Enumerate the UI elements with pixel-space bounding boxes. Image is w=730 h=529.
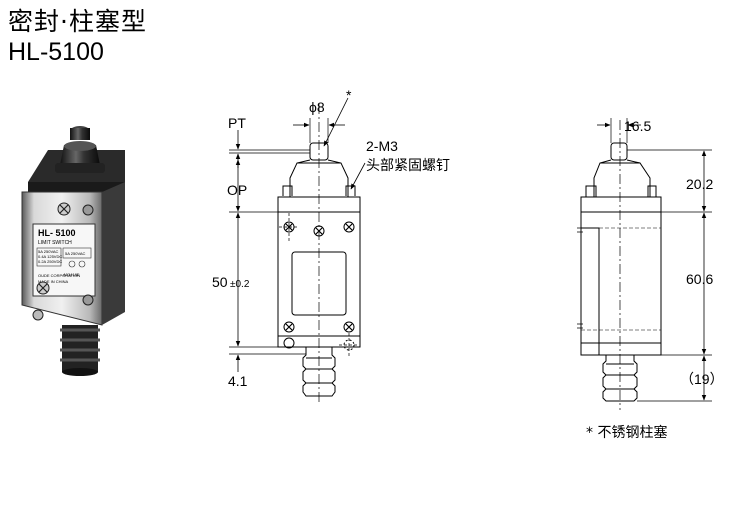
photo-label-cert: 5A 250VAC	[65, 251, 85, 256]
op-label: OP	[227, 182, 247, 198]
front-view	[229, 97, 366, 405]
photo-rating-1: 5A 250VAC	[38, 249, 58, 254]
asterisk-label: *	[346, 87, 352, 103]
bottom-height-label: （19）	[680, 371, 724, 387]
height-label: 50	[212, 274, 228, 290]
bottom-label: 4.1	[228, 373, 248, 389]
top-height-label: 20.2	[686, 176, 713, 192]
photo-screw-icon	[32, 202, 94, 321]
body-height-label: 60.6	[686, 271, 713, 287]
side-view	[577, 118, 712, 410]
switch-photo: HL- 5100 LIMIT SWITCH 5A 250VAC 0.4A 125…	[21, 126, 125, 376]
width-label: 16.5	[624, 118, 651, 134]
screw-desc-label: 头部紧固螺钉	[366, 158, 450, 174]
photo-label-origin: MADE IN CHINA	[38, 279, 69, 284]
photo-rating-3: 0.2A 250VDC	[38, 259, 62, 264]
footnote-label: * 不锈钢柱塞	[586, 424, 667, 441]
pt-label: PT	[228, 115, 246, 131]
title-chinese: 密封·柱塞型	[8, 7, 147, 36]
photo-label-model: HL- 5100	[38, 228, 76, 238]
tolerance-label: ±0.2	[230, 279, 250, 290]
diameter-label: ϕ8	[309, 99, 325, 115]
photo-label-sub: LIMIT SWITCH	[38, 240, 72, 246]
photo-rating-2: 0.4A 125VDC	[38, 254, 62, 259]
photo-label-code: A03418E	[63, 272, 80, 277]
screw-label: 2-M3	[366, 138, 398, 154]
photo-label-maker: OUDE CORPORATION	[38, 273, 80, 278]
side-view-labels: 16.5 20.2 60.6 （19） * 不锈钢柱塞	[586, 118, 724, 441]
title-model: HL-5100	[8, 38, 104, 66]
front-view-labels: PT OP ϕ8 * 2-M3 头部紧固螺钉 50 ±0.2 4.1	[212, 87, 450, 389]
